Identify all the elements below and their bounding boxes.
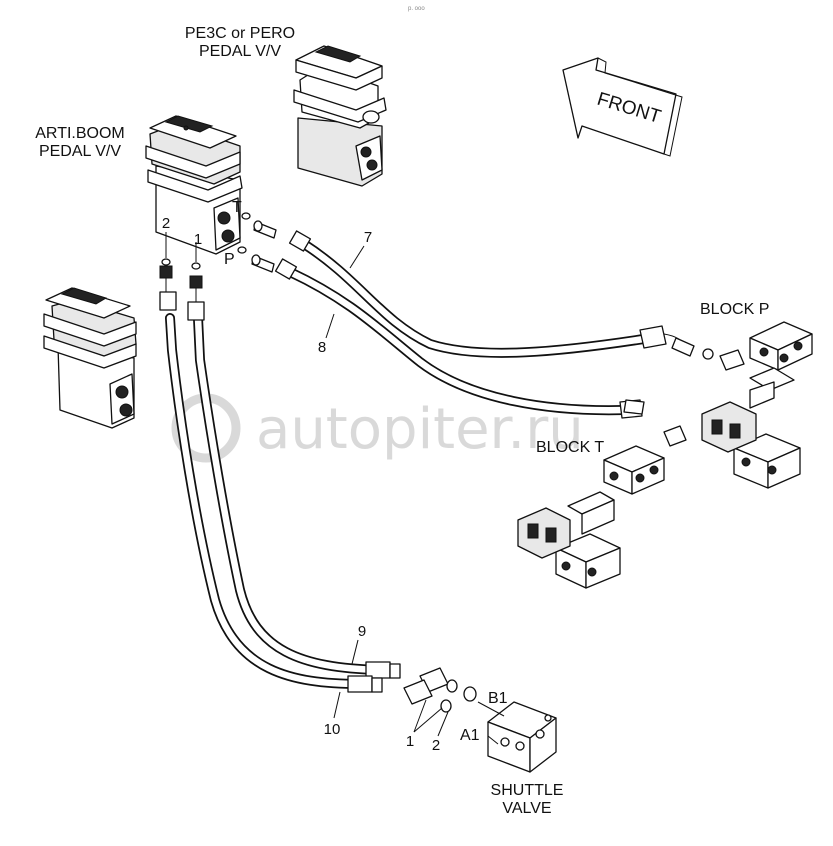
arti-label-line2: PEDAL V/V [39,143,121,160]
shuttle-valve [477,701,557,773]
arti-boom-pedal-valve [145,115,243,262]
block-t-right [623,399,801,489]
shuttle-label-line1: SHUTTLE [491,782,564,799]
pe3c-pedal-label: PE3C or PERO PEDAL V/V [185,25,295,60]
hose-7 [288,230,687,358]
pe3c-pedal-valve [293,45,387,187]
port-p-label: P [224,251,235,268]
o-ring-p [237,246,247,254]
pe3c-label-line1: PE3C or PERO [185,25,295,42]
arti-label-line1: ARTI.BOOM [35,125,125,142]
left-pedal-valve [43,287,137,429]
hose-10 [165,313,383,693]
callout-hose-8: 8 [318,339,326,356]
block-t-middle [567,445,665,535]
top-mark: p. ooo [408,6,425,12]
block-t-label: BLOCK T [536,439,604,456]
block-lower [517,507,621,589]
shuttle-fittings [403,667,477,713]
shuttle-label-line2: VALVE [502,800,551,817]
o-ring-t [241,212,251,220]
adapter-t [253,220,277,239]
callout-hose-9: 9 [358,623,366,640]
callout-shuttle-2: 2 [432,737,440,754]
hose-8 [274,258,643,419]
adapter-p [251,254,275,273]
front-arrow: FRONT [562,57,683,157]
callout-pedal-1: 1 [194,231,202,248]
callout-shuttle-1: 1 [406,733,414,750]
callout-pedal-2: 2 [162,215,170,232]
callout-hose-7: 7 [364,229,372,246]
port-t-label: T [232,199,242,216]
hose-9 [193,313,401,679]
fittings-pedal-bottom [159,258,205,321]
port-a1-label: A1 [460,727,480,744]
block-p-label: BLOCK P [700,301,769,318]
block-p [671,321,813,409]
port-b1-label: B1 [488,690,508,707]
callout-hose-10: 10 [324,721,341,738]
arti-boom-label: ARTI.BOOM PEDAL V/V [35,125,125,160]
pe3c-label-line2: PEDAL V/V [199,43,281,60]
callouts: 2 1 7 8 9 10 1 2 [162,215,449,754]
